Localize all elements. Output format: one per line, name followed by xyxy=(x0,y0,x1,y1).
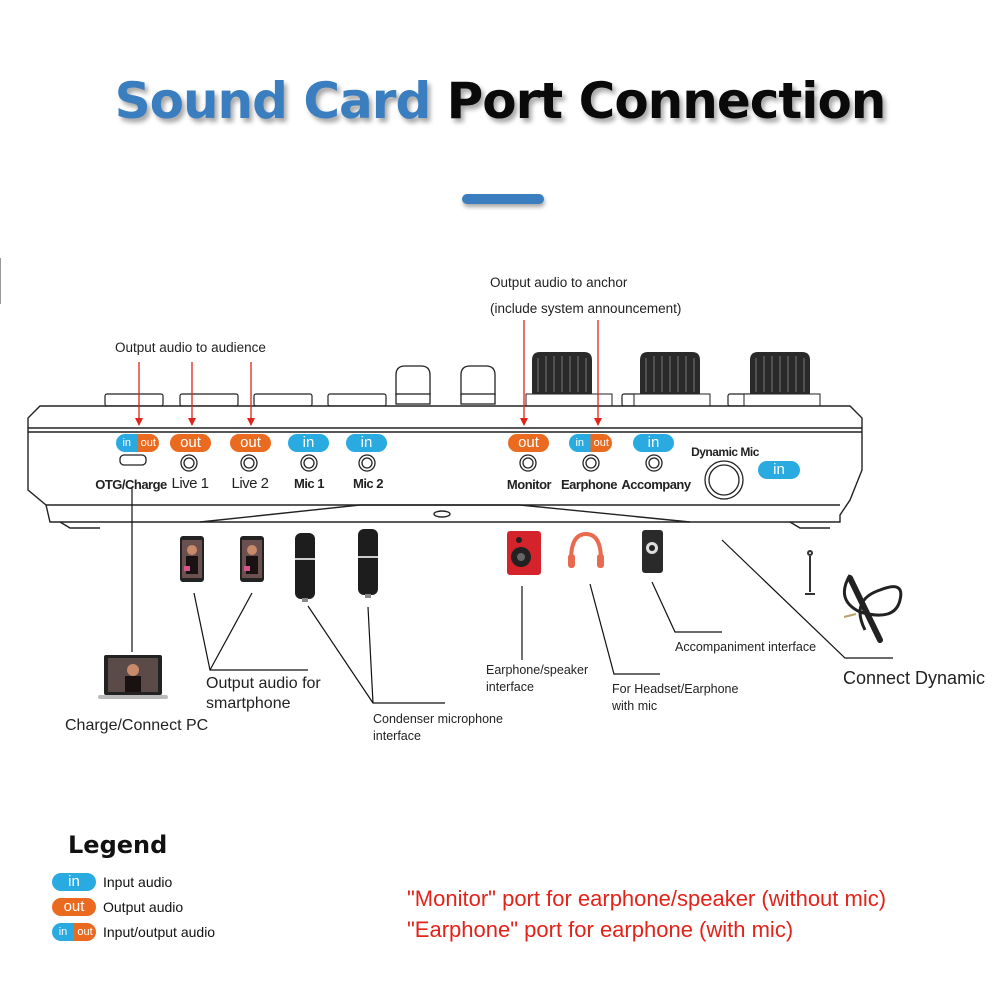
page-title: Sound Card Port Connection xyxy=(0,72,1000,130)
annotation-anchor-line1: Output audio to anchor xyxy=(490,275,628,290)
usb-port xyxy=(119,454,147,466)
port-label-otg: OTG/Charge xyxy=(95,477,167,492)
condenser-mic-icon-1 xyxy=(295,533,315,602)
port-label-accompany: Accompany xyxy=(621,477,691,492)
port-jacks xyxy=(119,454,744,500)
legend-swatch-in: in xyxy=(52,873,96,891)
port-label-monitor: Monitor xyxy=(506,477,552,492)
smartphone-icon-2 xyxy=(240,536,264,582)
port-tag-mic1: in xyxy=(288,434,329,452)
speaker-icon xyxy=(507,531,541,575)
port-label-live2: Live 2 xyxy=(231,475,269,492)
port-tag-live1: out xyxy=(170,434,211,452)
title-part-2: Port Connection xyxy=(446,72,887,130)
port-label-earphone: Earphone xyxy=(561,477,617,492)
label-condenser: Condenser microphone interface xyxy=(373,712,503,743)
mic-stand-icon xyxy=(805,550,815,595)
port-tag-monitor: out xyxy=(508,434,549,452)
note-earphone: "Earphone" port for earphone (with mic) xyxy=(407,917,794,942)
rotary-knobs xyxy=(525,352,821,407)
label-speaker: Earphone/speaker interface xyxy=(486,663,589,694)
title-part-1: Sound Card xyxy=(114,72,432,130)
port-label-dynamic: Dynamic Mic xyxy=(691,445,759,459)
port-label-live1: Live 1 xyxy=(171,475,209,492)
legend-swatch-out: out xyxy=(52,898,96,916)
port-label-mic1: Mic 1 xyxy=(293,476,325,491)
annotation-audience: Output audio to audience xyxy=(115,340,266,355)
headphones-icon xyxy=(568,531,604,568)
edge-mark xyxy=(0,258,1,304)
annotation-anchor-line2: (include system announcement) xyxy=(490,301,682,316)
note-monitor: "Monitor" port for earphone/speaker (wit… xyxy=(407,886,887,911)
laptop-icon xyxy=(98,655,168,699)
accompaniment-device-icon xyxy=(642,530,663,573)
port-tag-live2: out xyxy=(230,434,271,452)
toggle-buttons xyxy=(395,365,496,405)
label-headset: For Headset/Earphone with mic xyxy=(612,682,739,713)
condenser-mic-icon-2 xyxy=(358,529,378,598)
port-tag-dynamic: in xyxy=(758,461,800,479)
legend-title: Legend xyxy=(68,831,168,859)
label-dynamic: Connect Dynamic xyxy=(843,668,986,688)
smartphone-icon-1 xyxy=(180,536,204,582)
port-tag-mic2: in xyxy=(346,434,387,452)
label-pc: Charge/Connect PC xyxy=(65,717,209,734)
label-smartphone: Output audio for smartphone xyxy=(206,675,321,712)
port-tag-accompany: in xyxy=(633,434,674,452)
port-label-mic2: Mic 2 xyxy=(352,476,384,491)
label-accompaniment: Accompaniment interface xyxy=(675,640,817,654)
dynamic-mic-icon xyxy=(842,574,903,643)
leader-lines xyxy=(131,488,893,704)
title-underline xyxy=(462,194,544,204)
red-arrows xyxy=(135,320,602,426)
